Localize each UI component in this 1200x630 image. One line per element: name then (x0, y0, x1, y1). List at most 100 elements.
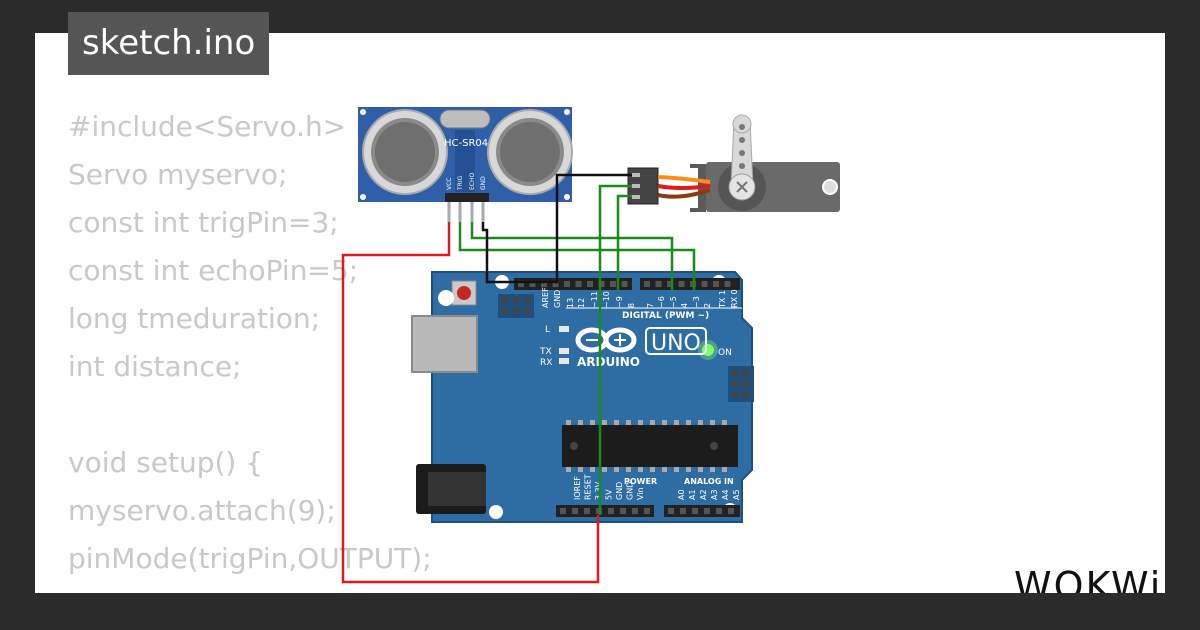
sensor-pin-label: VCC (446, 178, 453, 190)
digital-pin-label: 4 (680, 303, 689, 308)
digital-pin-label: 7 (646, 303, 655, 308)
arduino-uno-board[interactable]: L TX RX DIGITAL (PWM ~) ON ARDUINO POWER… (411, 271, 754, 523)
led-l (559, 326, 569, 332)
header-pin[interactable] (632, 508, 638, 514)
power-pin-label: RESET (584, 474, 593, 500)
sensor-pin-label: GND (480, 176, 487, 190)
chip-pin (602, 467, 607, 472)
chip-pin (650, 467, 655, 472)
ultrasonic-transducer-left (362, 109, 448, 195)
header-pin[interactable] (644, 508, 650, 514)
uno-model-label: UNO (651, 331, 701, 356)
code-line: myservo.attach(9); (68, 494, 336, 527)
wires (341, 173, 711, 584)
chip-pin (650, 420, 655, 425)
power-header (556, 505, 654, 517)
chip-pin (662, 467, 667, 472)
file-name-tab[interactable]: sketch.ino (68, 12, 270, 75)
header-pin[interactable] (704, 508, 710, 514)
header-pin[interactable] (572, 508, 578, 514)
header-pin[interactable] (621, 281, 628, 287)
code-line: const int echoPin=5; (68, 254, 359, 287)
chip-pin (698, 467, 703, 472)
header-pin[interactable] (680, 508, 686, 514)
hc-sr04-sensor[interactable]: HC-SR04 VCC TRIG ECHO GND (358, 107, 573, 222)
header-pin[interactable] (518, 281, 524, 287)
wire-servo-signal (616, 194, 632, 290)
code-line: #include<Servo.h> (68, 110, 347, 143)
header-pin[interactable] (667, 281, 673, 287)
sensor-pins (445, 193, 489, 202)
code-preview: #include<Servo.h> Servo myservo; const int… (68, 103, 432, 593)
header-pin[interactable] (584, 508, 590, 514)
header-pin[interactable] (575, 281, 582, 287)
analog-pin-label: A5 (732, 489, 741, 500)
chip-pin (626, 420, 631, 425)
on-label: ON (718, 348, 732, 358)
uno-model-box (645, 327, 707, 355)
code-line: Servo myservo; (68, 158, 288, 191)
wire-vcc-5v (341, 222, 600, 584)
header-pin[interactable] (701, 281, 708, 287)
header-pin[interactable] (644, 281, 650, 287)
sensor-pin-label: ECHO (469, 173, 476, 190)
header-pin[interactable] (598, 281, 605, 287)
header-pin[interactable] (560, 508, 566, 514)
chip-pin (638, 420, 643, 425)
digital-pin-label: GND (553, 290, 562, 308)
chip-pin (722, 467, 727, 472)
digital-pin-label: ~5 (669, 296, 678, 308)
header-pin[interactable] (716, 508, 722, 514)
wire-trig (458, 222, 696, 290)
header-pin[interactable] (692, 508, 698, 514)
analog-pin-label: A2 (699, 489, 708, 500)
circuit-diagram: L TX RX DIGITAL (PWM ~) ON ARDUINO POWER… (341, 107, 840, 584)
header-pin[interactable] (529, 281, 536, 287)
wire-echo (470, 222, 674, 290)
digital-pin-label: 8 (627, 303, 636, 308)
code-line: int distance; (68, 350, 242, 383)
header-pin[interactable] (552, 281, 559, 287)
servo-cable-orange (657, 175, 711, 184)
header-pin[interactable] (655, 281, 662, 287)
wire-servo-power (598, 184, 632, 515)
digital-pin-label: ~10 (602, 291, 611, 308)
power-pin-label: IOREF (573, 476, 582, 500)
usb-port (411, 315, 478, 373)
header-pin[interactable] (724, 281, 731, 287)
servo-cable-red (657, 184, 711, 190)
wokwi-logo: WOKWi (1014, 564, 1162, 593)
led-label-tx: TX (539, 347, 552, 357)
header-pin[interactable] (678, 281, 685, 287)
code-line: long tmeduration; (68, 302, 321, 335)
chip-pin (674, 420, 679, 425)
chip-pin (686, 467, 691, 472)
header-pin[interactable] (713, 281, 719, 287)
ultrasonic-transducer-right (487, 109, 573, 195)
servo-motor[interactable] (627, 114, 840, 212)
header-pin[interactable] (564, 281, 570, 287)
chip-pin (626, 467, 631, 472)
svg-text:WOKWi: WOKWi (1014, 564, 1162, 593)
power-pin-label: GND (615, 482, 624, 500)
header-pin[interactable] (668, 508, 674, 514)
digital-pin-label: ~3 (692, 296, 701, 308)
code-line: pinMode(trigPin,OUTPUT); (68, 542, 432, 575)
header-pin[interactable] (587, 281, 593, 287)
analog-pin-label: A0 (677, 489, 686, 500)
header-pin[interactable] (620, 508, 626, 514)
header-pin[interactable] (728, 508, 734, 514)
crystal-oscillator (439, 109, 491, 129)
chip-pin (722, 420, 727, 425)
header-pin[interactable] (608, 508, 614, 514)
digital-pin-label: 13 (566, 298, 575, 308)
chip-pin (566, 420, 571, 425)
atmega-chip (562, 425, 738, 467)
chip-pin (590, 420, 595, 425)
chip-pin (590, 467, 595, 472)
header-pin[interactable] (541, 281, 547, 287)
header-pin[interactable] (610, 281, 616, 287)
sensor-pin-label: TRIG (457, 175, 464, 191)
sensor-label: HC-SR04 (444, 138, 488, 149)
code-line: void setup() { (68, 446, 264, 479)
